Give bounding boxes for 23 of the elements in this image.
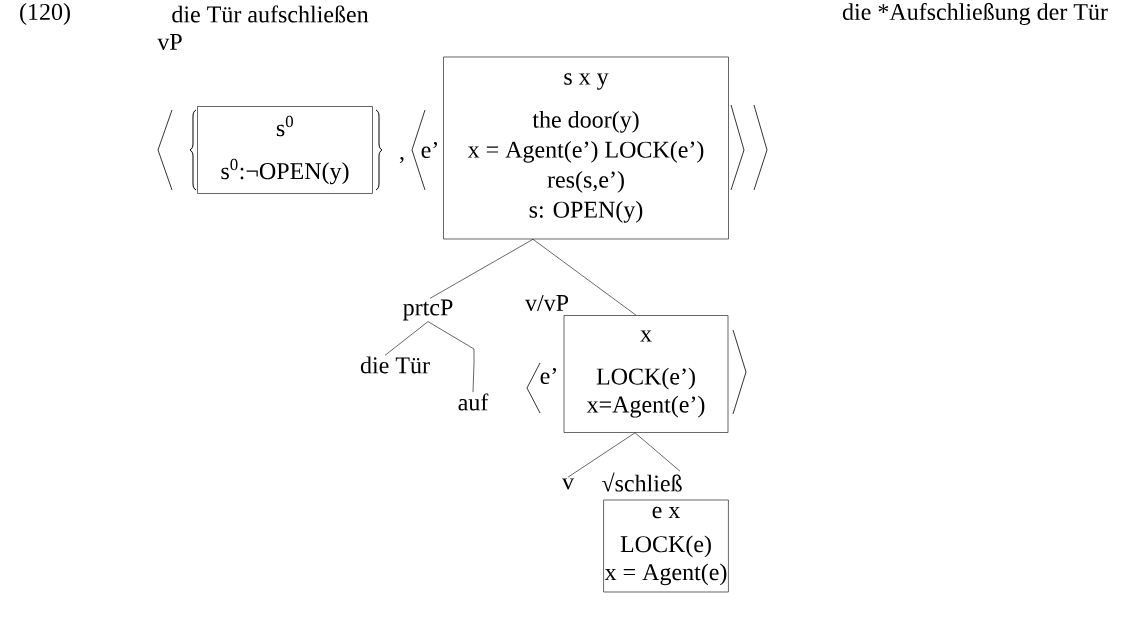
tree-branch [567, 432, 636, 478]
tree-label: prtcP [403, 299, 453, 321]
tree-label: v [562, 478, 574, 490]
tree-branch [532, 239, 637, 316]
tree-branch [427, 321, 475, 393]
drs-box: x LOCK(e’) x=Agent(e’) [563, 315, 729, 433]
example-phrase: die *Aufschließung der Tür [842, 2, 1108, 26]
drs-box: s$^{0}$ s$^{0}$:¬OPEN(y) [197, 106, 373, 194]
drs-box: s x y the door(y) x = Agent(e’) LOCK(e’) res(s,e’) s: OPEN(y) [443, 56, 729, 240]
example-number: (120) [20, 3, 70, 25]
tree-branch [429, 239, 534, 299]
comma: , [399, 156, 404, 164]
example-phrase: die Tür aufschließen [172, 5, 369, 23]
tree-label: die Tür [360, 356, 430, 374]
tree-label: √schließ [602, 472, 682, 492]
event-variable: e’ [421, 141, 437, 159]
category-label: vP [157, 34, 182, 50]
tree-label: auf [458, 393, 489, 411]
event-variable: e’ [540, 367, 556, 385]
drs-box: e x LOCK(e) x = Agent(e) [603, 499, 729, 593]
category-label: v/vP [525, 294, 569, 311]
tree-branch [634, 432, 681, 472]
tree-branch [384, 321, 429, 356]
